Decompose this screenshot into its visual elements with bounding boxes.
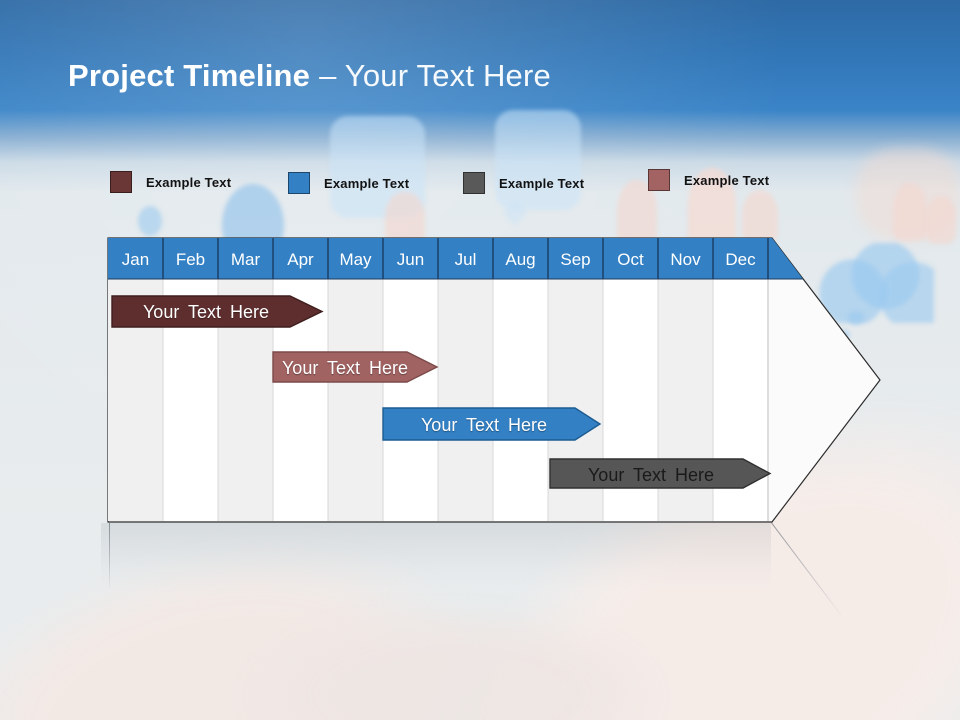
slide-title: Project Timeline– Your Text Here [68, 58, 551, 94]
month-label: Feb [176, 250, 205, 269]
gantt-bar-2 [272, 351, 439, 383]
finger-puppet-6 [926, 196, 956, 244]
legend-swatch-gray [463, 172, 485, 194]
speech-bubble-tail [502, 200, 528, 226]
gantt-bars: Your Text Here Your Text Here Your Text … [111, 295, 772, 489]
legend-item-2: Example Text [288, 171, 409, 195]
legend-swatch-rose [648, 169, 670, 191]
wrist-photo [230, 600, 670, 720]
legend-label: Example Text [146, 174, 232, 190]
month-gridlines [162, 279, 769, 521]
legend-label: Example Text [499, 175, 585, 191]
gantt-bar-1-label: Your Text Here [143, 302, 269, 322]
legend-item-3: Example Text [463, 171, 584, 195]
legend-item-1: Example Text [110, 170, 231, 194]
legend-item-4: Example Text [648, 168, 769, 192]
reflection-line-diagonal [771, 522, 845, 619]
legend-swatch-blue [288, 172, 310, 194]
finger-puppet-5 [893, 183, 927, 241]
month-label: Dec [725, 250, 756, 269]
month-header-row: Jan Feb Mar Apr May Jun Jul Aug Sep Oct … [122, 250, 756, 269]
table-reflection [101, 523, 771, 589]
timeline-chart: Jan Feb Mar Apr May Jun Jul Aug Sep Oct … [107, 237, 881, 523]
gantt-bar-1 [111, 295, 324, 328]
gantt-bar-3 [382, 407, 602, 441]
gantt-bar-3-label: Your Text Here [421, 415, 547, 435]
gantt-bar-2-label: Your Text Here [282, 358, 408, 378]
finger-group-right [856, 148, 960, 240]
speech-bubble-outline-1 [330, 116, 425, 218]
month-label: Oct [617, 250, 644, 269]
gantt-bar-4-label: Your Text Here [588, 465, 714, 485]
month-label: Jul [455, 250, 477, 269]
month-label: Mar [231, 250, 261, 269]
reflection-line-left [109, 523, 110, 591]
month-label: Nov [670, 250, 701, 269]
month-label: Apr [287, 250, 314, 269]
month-label: Aug [505, 250, 535, 269]
slide-title-bold: Project Timeline [68, 58, 311, 93]
legend-swatch-maroon [110, 171, 132, 193]
gantt-bar-4 [549, 458, 772, 489]
month-label: May [339, 250, 372, 269]
month-label: Jan [122, 250, 149, 269]
month-label: Sep [560, 250, 590, 269]
month-header-band [108, 238, 803, 279]
month-header-dividers [108, 238, 803, 280]
legend-label: Example Text [684, 172, 770, 188]
slide-title-light: – Your Text Here [319, 58, 551, 93]
legend-label: Example Text [324, 175, 410, 191]
month-label: Jun [397, 250, 424, 269]
speech-bubble-outline-2 [495, 110, 581, 210]
